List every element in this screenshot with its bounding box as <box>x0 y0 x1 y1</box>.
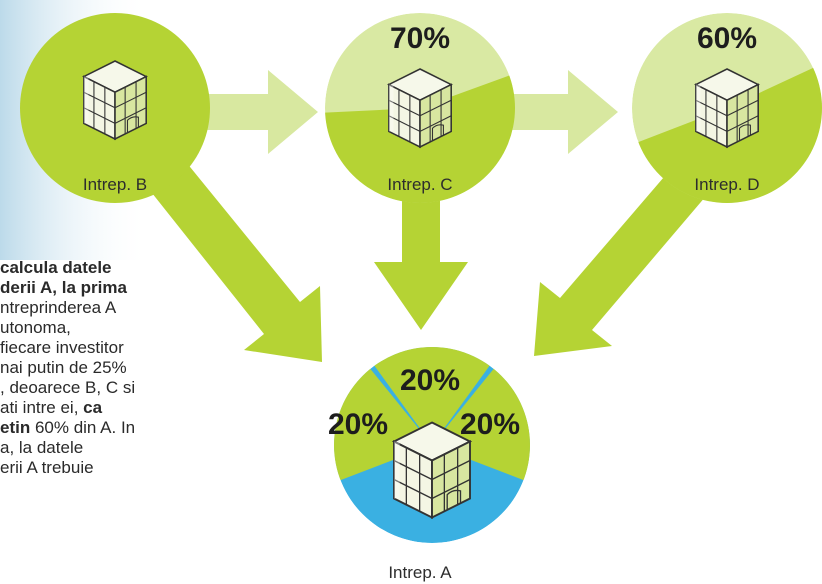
node-a-label: Intrep. A <box>388 563 452 582</box>
explanation-line: , deoarece B, C si <box>0 378 230 398</box>
node-d: 60% Intrep. D <box>632 13 822 203</box>
explanation-line: a, la datele <box>0 438 230 458</box>
explanation-run: ca <box>83 398 103 417</box>
explanation-line: nai putin de 25% <box>0 358 230 378</box>
explanation-run: calcula datele <box>0 258 112 277</box>
node-a-slice-left-label: 20% <box>328 408 388 441</box>
explanation-line: ntreprinderea A <box>0 298 230 318</box>
node-a-slice-right-label: 20% <box>460 408 520 441</box>
explanation-line: utonoma, <box>0 318 230 338</box>
explanation-line: fiecare investitor <box>0 338 230 358</box>
explanation-run: derii A, la prima <box>0 278 127 297</box>
explanation-line: etin 60% din A. In <box>0 418 230 438</box>
arrow-c-to-a <box>374 200 468 330</box>
arrow-d-to-a <box>534 170 706 356</box>
explanation-line: ati intre ei, ca <box>0 398 230 418</box>
node-a-slice-top <box>361 347 503 445</box>
node-b: Intrep. B <box>20 13 210 203</box>
explanation-run: ati intre ei, <box>0 398 84 417</box>
arrow-b-to-c <box>200 70 318 154</box>
arrow-c-to-d <box>505 70 618 154</box>
explanation-run: , deoarece B, C si <box>0 378 136 397</box>
node-b-label: Intrep. B <box>83 175 147 194</box>
explanation-run: nai putin de 25% <box>0 358 127 377</box>
node-c-percent: 70% <box>390 22 450 55</box>
explanation-run: a, la datele <box>0 438 84 457</box>
explanation-run: fiecare investitor <box>0 338 124 357</box>
explanation-run: 60% din A. In <box>30 418 136 437</box>
explanation-line: erii A trebuie <box>0 458 230 478</box>
arrow-b-to-a <box>148 162 322 362</box>
node-a-slice-top-label: 20% <box>400 364 460 397</box>
explanation-line: calcula datele <box>0 258 230 278</box>
node-d-label: Intrep. D <box>694 175 759 194</box>
node-a: 20% 20% 20% Intrep. A <box>328 347 530 582</box>
explanation-line: derii A, la prima <box>0 278 230 298</box>
arrows <box>148 70 706 362</box>
node-c: 70% Intrep. C <box>325 13 515 203</box>
explanation-run: etin <box>0 418 31 437</box>
node-c-label: Intrep. C <box>387 175 452 194</box>
explanation-run: ntreprinderea A <box>0 298 117 317</box>
explanation-run: erii A trebuie <box>0 458 94 477</box>
explanation-run: utonoma, <box>0 318 71 337</box>
node-d-percent: 60% <box>697 22 757 55</box>
